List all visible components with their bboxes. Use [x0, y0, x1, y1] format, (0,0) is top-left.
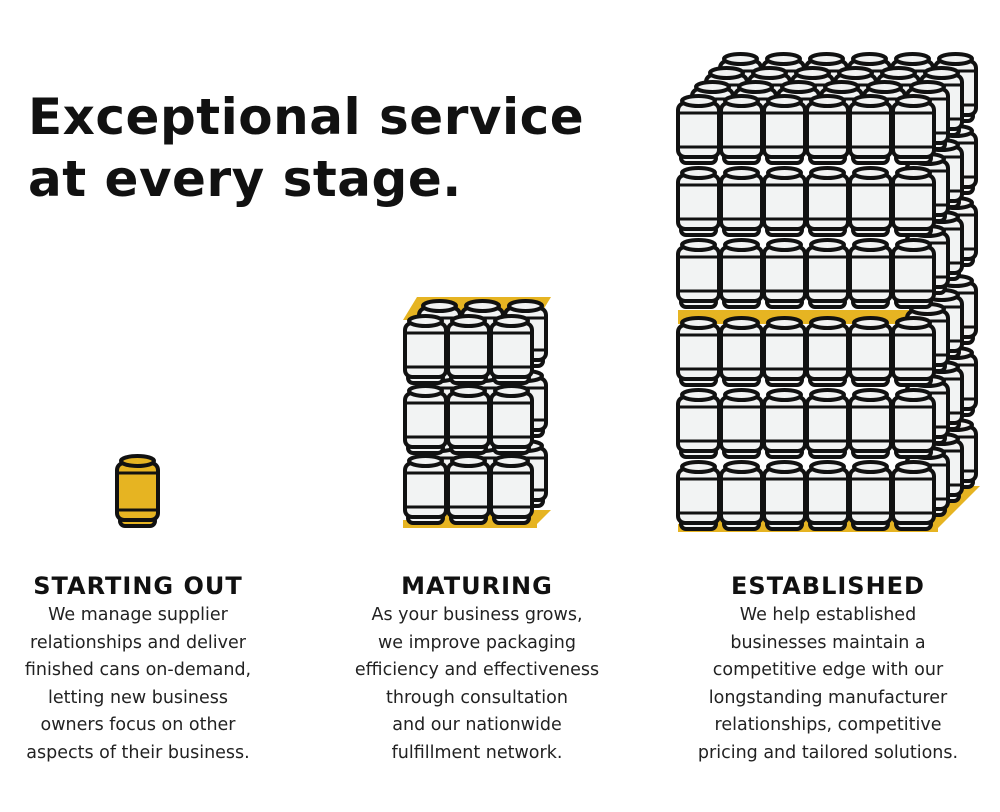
can-icon	[891, 94, 936, 165]
can-icon	[891, 460, 936, 531]
can-icon	[891, 238, 936, 309]
can-illustrations	[115, 52, 980, 532]
can-icon	[719, 238, 764, 309]
can-icon	[762, 316, 807, 387]
stage-title: ESTABLISHED	[731, 572, 925, 600]
can-icon	[891, 166, 936, 237]
stage-title: STARTING OUT	[33, 572, 243, 600]
can-icon	[891, 316, 936, 387]
can-icon	[115, 454, 160, 528]
pallet-edge	[678, 524, 938, 532]
can-icon	[676, 94, 721, 165]
can-icon	[719, 388, 764, 459]
can-icon	[848, 460, 893, 531]
headline-line-1: Exceptional service	[28, 88, 585, 146]
can-icon	[446, 454, 491, 525]
can-icon	[805, 388, 850, 459]
can-icon	[403, 454, 448, 525]
can-icon	[805, 94, 850, 165]
can-icon	[848, 238, 893, 309]
can-icon	[805, 238, 850, 309]
can-icon	[446, 314, 491, 385]
can-icon	[676, 166, 721, 237]
can-icon	[848, 316, 893, 387]
can-icon	[719, 94, 764, 165]
stage-description: As your business grows,we improve packag…	[354, 605, 600, 763]
can-icon	[676, 460, 721, 531]
can-icon	[891, 388, 936, 459]
can-icon	[676, 316, 721, 387]
can-icon	[446, 384, 491, 455]
can-icon	[489, 384, 534, 455]
can-icon	[762, 238, 807, 309]
can-icon	[762, 388, 807, 459]
can-icon	[762, 166, 807, 237]
can-icon	[719, 316, 764, 387]
can-icon	[676, 388, 721, 459]
can-icon	[403, 314, 448, 385]
can-icon	[805, 316, 850, 387]
headline-line-2: at every stage.	[28, 150, 462, 208]
can-icon	[848, 388, 893, 459]
can-icon	[676, 238, 721, 309]
can-icon	[805, 166, 850, 237]
can-icon	[805, 460, 850, 531]
can-icon	[848, 94, 893, 165]
can-icon	[489, 454, 534, 525]
can-icon	[848, 166, 893, 237]
can-icon	[762, 460, 807, 531]
page-headline: Exceptional service at every stage.	[28, 86, 584, 210]
stage-maturing: MATURING As your business grows,we impro…	[312, 570, 642, 767]
can-icon	[403, 384, 448, 455]
can-icon	[489, 314, 534, 385]
can-icon	[719, 460, 764, 531]
stage-title: MATURING	[401, 572, 553, 600]
can-icon	[719, 166, 764, 237]
can-icon	[762, 94, 807, 165]
